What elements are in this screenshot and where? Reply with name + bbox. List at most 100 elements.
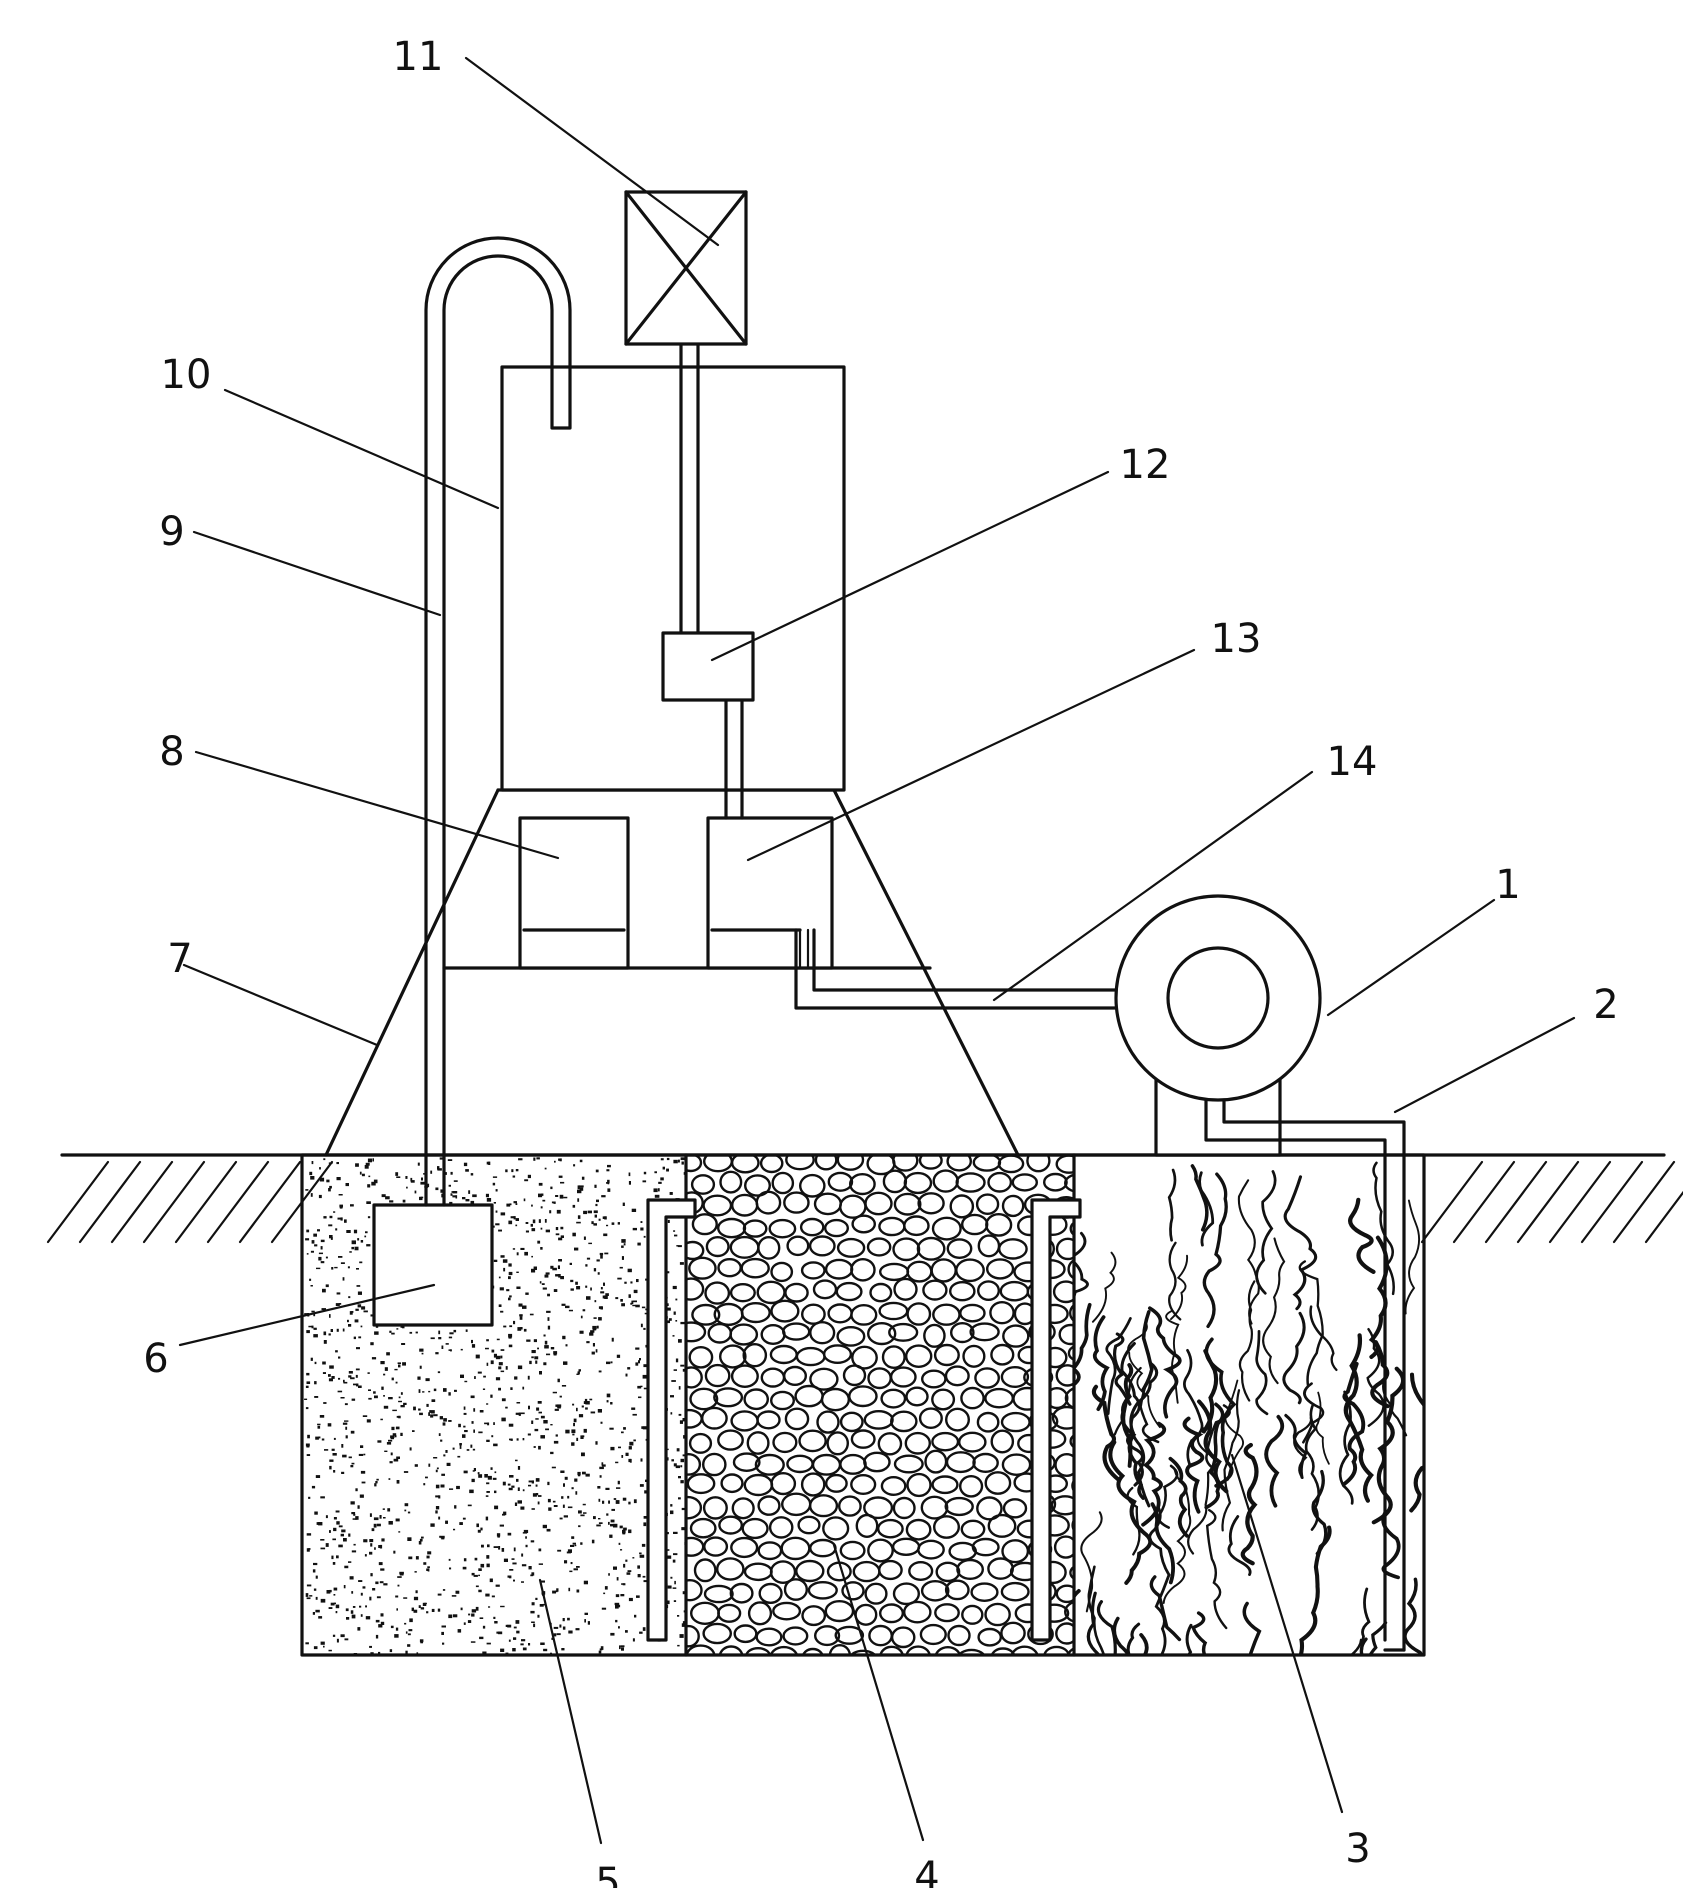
sand-grain — [574, 1247, 579, 1251]
gravel-pebble — [1058, 1323, 1074, 1346]
gravel-pebble — [824, 1218, 850, 1238]
sand-grain — [374, 1547, 376, 1550]
sand-grain — [681, 1507, 686, 1511]
gravel-pebble — [931, 1388, 956, 1411]
sand-grain — [546, 1310, 551, 1313]
callout-11: 11 — [393, 34, 444, 80]
sand-grain — [442, 1642, 445, 1645]
sand-grain — [563, 1515, 568, 1518]
sand-grain — [531, 1268, 536, 1273]
sand-grain — [345, 1426, 348, 1430]
sand-grain — [315, 1475, 321, 1478]
sand-grain — [531, 1621, 535, 1623]
sand-grain — [682, 1454, 686, 1457]
sand-grain — [373, 1179, 378, 1184]
sand-grain — [383, 1373, 386, 1376]
gravel-pebble — [1002, 1498, 1028, 1519]
gravel-pebble — [987, 1171, 1013, 1193]
sand-grain — [313, 1233, 317, 1237]
sand-grain — [332, 1538, 336, 1541]
gravel-pebble — [1010, 1645, 1039, 1655]
gravel-pebble — [716, 1557, 745, 1581]
sand-grain — [535, 1597, 538, 1600]
sand-grain — [583, 1236, 586, 1240]
sand-grain — [336, 1177, 341, 1181]
sand-grain — [307, 1434, 310, 1439]
sand-grain — [639, 1552, 642, 1555]
sand-grain — [367, 1184, 371, 1188]
sand-grain — [443, 1418, 447, 1422]
sand-grain — [513, 1216, 516, 1220]
sand-grain — [564, 1476, 568, 1480]
sand-grain — [593, 1210, 598, 1214]
sand-grain — [678, 1339, 682, 1343]
callout-1: 1 — [1495, 862, 1520, 908]
fiber-strand — [1298, 1260, 1338, 1372]
sand-grain — [389, 1330, 392, 1333]
gravel-zone-fill — [686, 1155, 1074, 1655]
fiber-strand — [1149, 1575, 1182, 1642]
fiber-strand — [1191, 1611, 1208, 1655]
fiber-strand — [1349, 1638, 1363, 1655]
gravel-pebble — [759, 1155, 784, 1174]
gravel-pebble — [772, 1431, 798, 1454]
sand-grain — [637, 1242, 641, 1246]
sand-grain — [377, 1440, 382, 1443]
gravel-pebble — [702, 1194, 733, 1217]
sand-grain — [369, 1539, 374, 1543]
sand-grain — [419, 1639, 424, 1643]
gravel-pebble — [1055, 1155, 1074, 1174]
gravel-pebble — [1069, 1303, 1074, 1323]
gravel-pebble — [760, 1323, 786, 1345]
sand-grain — [407, 1633, 411, 1636]
sand-grain — [449, 1332, 454, 1335]
sand-grain — [428, 1390, 431, 1393]
sand-grain — [389, 1649, 393, 1653]
gravel-pebble — [945, 1407, 971, 1432]
sand-grain — [584, 1619, 586, 1623]
sand-grain — [365, 1605, 367, 1608]
sand-grain — [523, 1328, 527, 1332]
gravel-pebble — [893, 1192, 922, 1216]
sand-grain — [313, 1562, 318, 1566]
sand-grain — [531, 1572, 535, 1576]
sand-grain — [412, 1430, 415, 1432]
gravel-pebble — [743, 1473, 774, 1497]
sand-grain — [583, 1580, 588, 1585]
sand-grain — [318, 1256, 322, 1261]
sand-grain — [669, 1192, 673, 1195]
sand-grain — [306, 1330, 310, 1334]
sand-grain — [538, 1445, 541, 1450]
sand-grain — [482, 1388, 486, 1390]
sand-grain — [350, 1204, 354, 1207]
gravel-pebble — [686, 1408, 703, 1429]
sand-grain — [479, 1636, 484, 1640]
sand-grain — [557, 1265, 560, 1269]
sand-grain — [626, 1572, 631, 1575]
sand-grain — [509, 1325, 513, 1328]
fiber-strand — [1141, 1310, 1154, 1392]
sand-grain — [586, 1296, 591, 1300]
sand-grain — [643, 1387, 647, 1390]
gravel-pebble — [756, 1410, 781, 1430]
gravel-pebble — [745, 1647, 772, 1655]
gravel-pebble — [811, 1453, 842, 1476]
sand-grain — [420, 1607, 425, 1610]
sand-grain — [625, 1373, 628, 1377]
gravel-pebble — [691, 1303, 721, 1326]
sand-grain — [419, 1196, 423, 1201]
sand-grain — [627, 1268, 632, 1273]
sand-grain — [455, 1590, 460, 1594]
fiber-strand — [1221, 1389, 1241, 1532]
sand-grain — [365, 1162, 370, 1166]
sand-grain — [391, 1332, 395, 1335]
fiber-strand — [1105, 1317, 1132, 1415]
sand-grain — [400, 1405, 405, 1408]
sand-grain — [534, 1356, 539, 1360]
sand-grain — [535, 1478, 540, 1482]
sand-grain — [565, 1344, 568, 1347]
sand-grain — [311, 1325, 314, 1329]
sand-grain — [448, 1349, 452, 1351]
sand-grain — [486, 1403, 489, 1405]
sand-grain — [673, 1553, 678, 1556]
